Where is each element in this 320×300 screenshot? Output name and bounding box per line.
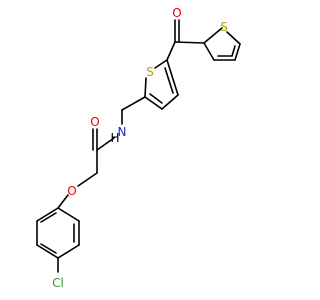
- atom-cl: Cl: [52, 276, 64, 290]
- thiophene-ring-right: [203, 27, 241, 61]
- ether-linkage: [57, 172, 98, 209]
- benzene-ring: [36, 207, 80, 259]
- atom-s-middle: S: [146, 65, 154, 79]
- molecule-structure: S S O O N H O Cl: [36, 6, 241, 290]
- atom-s-right: S: [220, 20, 228, 34]
- atom-n-amide: N: [118, 125, 127, 139]
- atom-h-amide: H: [110, 131, 119, 145]
- atom-o-ether: O: [67, 184, 76, 198]
- ketone-group: [166, 19, 205, 61]
- atom-o-amide: O: [90, 115, 99, 129]
- amide-group: [92, 128, 115, 174]
- thiophene-ring-middle: [144, 59, 179, 110]
- atom-o-ketone: O: [172, 6, 181, 20]
- methylene-linker: [121, 96, 146, 125]
